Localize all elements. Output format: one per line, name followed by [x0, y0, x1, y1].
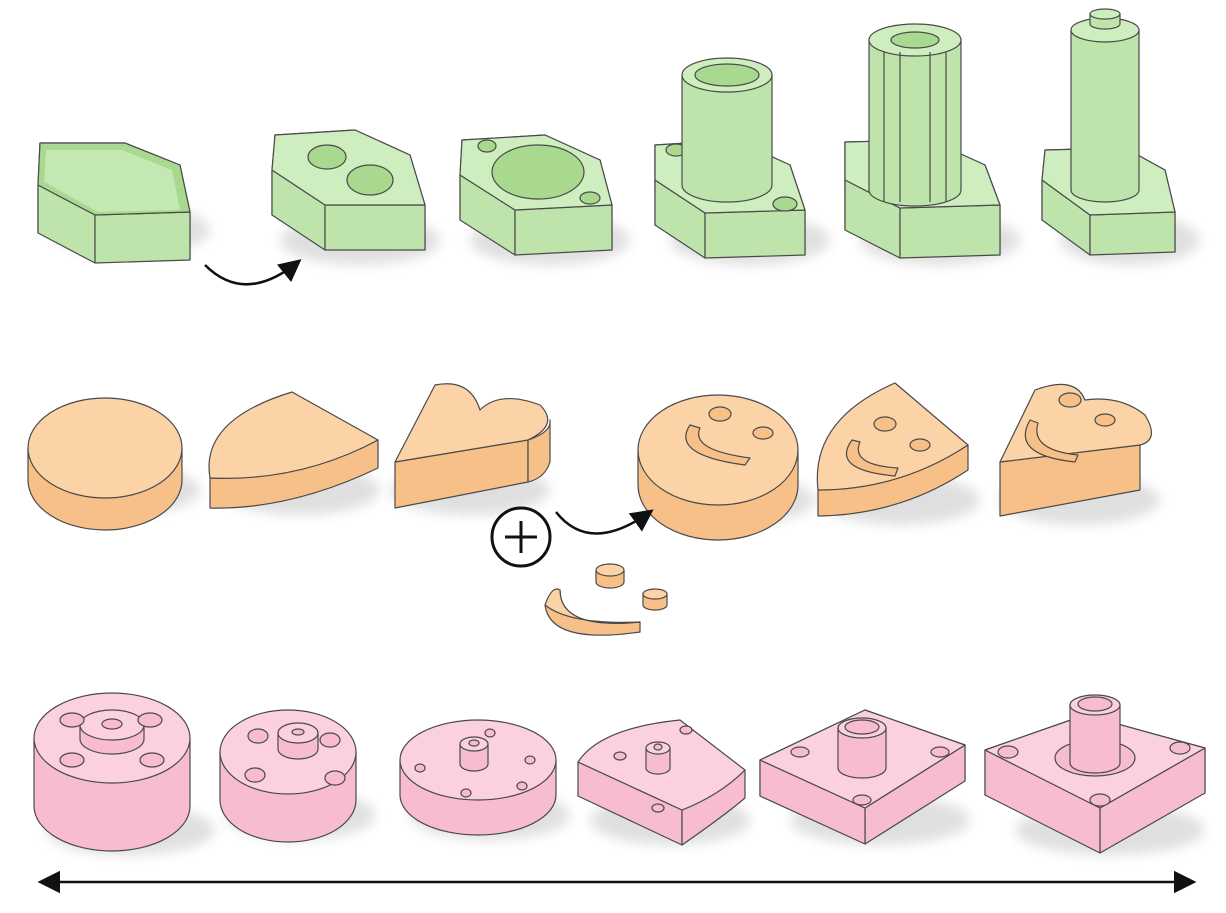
hole: [477, 139, 497, 153]
plate-with-pillar: [1041, 8, 1200, 265]
cylinder-side: [681, 74, 773, 203]
inner-floor: [44, 150, 180, 212]
hole: [613, 751, 627, 761]
cylinder-top: [637, 394, 799, 506]
plate-two-holes: [271, 129, 440, 265]
hole: [460, 788, 472, 798]
open-hexagon-shell: [37, 142, 210, 264]
orange-smiley-heart: [999, 383, 1160, 525]
hole: [59, 712, 85, 728]
hole: [524, 755, 536, 765]
green-row-extrusions: [37, 8, 1200, 265]
hole: [653, 743, 663, 751]
cylinder-top: [27, 397, 183, 499]
hole: [852, 794, 872, 806]
hole: [139, 752, 165, 768]
hole: [772, 196, 798, 212]
hole: [790, 746, 810, 758]
hole: [319, 732, 341, 748]
hole: [468, 739, 480, 747]
hole: [1077, 696, 1113, 712]
cylinder-side: [645, 747, 671, 775]
hole: [59, 752, 85, 768]
hole: [930, 746, 950, 758]
pink-square-plate-1: [759, 709, 970, 845]
side-face: [899, 204, 1001, 259]
hole: [491, 144, 585, 200]
orange-row-sketch-shapes: [27, 382, 1160, 636]
pink-square-plate-2: [984, 694, 1206, 855]
cylinder-side: [1069, 704, 1121, 774]
cylinder-side: [1070, 29, 1140, 203]
smile-cutout: [846, 439, 899, 477]
hole: [484, 728, 496, 738]
plate-with-tube: [654, 57, 830, 265]
orange-smiley-teardrop: [816, 382, 980, 525]
side-face: [94, 211, 191, 264]
side-face: [527, 419, 551, 483]
pink-flange-2: [219, 709, 375, 843]
cylinder-top: [642, 588, 668, 600]
smile-cutout: [1024, 419, 1079, 463]
hole: [324, 770, 346, 786]
side-face: [324, 204, 426, 251]
hole: [708, 406, 732, 422]
hole: [1089, 793, 1111, 807]
hole: [651, 803, 665, 813]
hole: [579, 191, 601, 205]
hole: [346, 164, 394, 196]
pink-flange-3: [399, 719, 570, 840]
hole: [890, 31, 940, 49]
cylinder-top: [1089, 8, 1121, 20]
cutout-pieces: [544, 563, 668, 636]
side-face: [514, 204, 613, 256]
plate-with-octagonal-tube: [844, 23, 1020, 265]
hole: [247, 728, 269, 744]
hole: [997, 745, 1019, 759]
pink-row-flange-parts: [33, 692, 1206, 855]
hole: [137, 712, 163, 728]
orange-disc: [27, 397, 200, 531]
curved-arrow-icon: [555, 509, 654, 535]
smile-cutout: [685, 424, 751, 466]
pink-flange-4: [577, 719, 750, 846]
plate-large-hole: [459, 134, 630, 265]
hole: [101, 718, 123, 730]
hole: [307, 144, 347, 170]
hole: [752, 426, 774, 440]
pink-flange-1: [33, 692, 215, 855]
hole: [873, 416, 897, 432]
plus-circle-icon: [490, 506, 552, 568]
smile-piece-top: [544, 588, 641, 624]
orange-smiley-disc: [637, 394, 815, 541]
top-face: [208, 391, 379, 479]
orange-heart-wedge: [390, 383, 551, 515]
hole: [844, 719, 880, 735]
hole: [1169, 741, 1191, 755]
hole: [1058, 392, 1082, 408]
hole: [244, 767, 266, 783]
side-face: [1089, 211, 1176, 256]
hole: [291, 728, 305, 736]
hole: [909, 438, 931, 452]
hole: [679, 725, 693, 735]
cylinder-side: [868, 39, 962, 207]
hole: [1094, 413, 1116, 427]
hole: [694, 63, 760, 87]
top-face: [394, 383, 549, 463]
cylinder-side: [837, 727, 887, 779]
cylinder-top: [595, 563, 625, 577]
hole: [516, 781, 528, 791]
orange-teardrop: [208, 391, 380, 515]
hole: [414, 763, 426, 773]
curved-arrow-icon: [204, 259, 302, 286]
cylinder-side: [459, 743, 489, 772]
side-face: [704, 209, 806, 259]
